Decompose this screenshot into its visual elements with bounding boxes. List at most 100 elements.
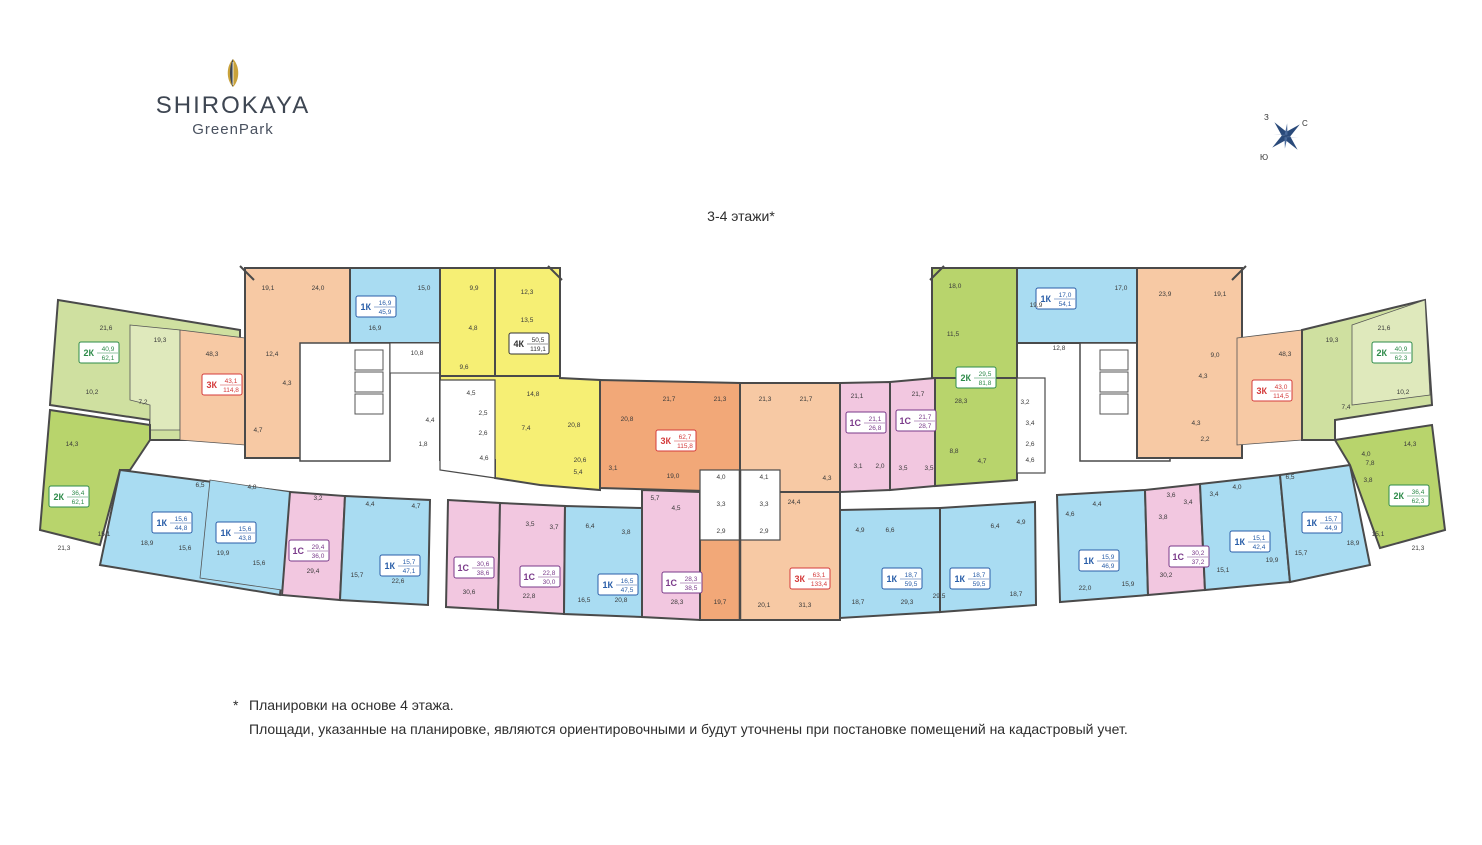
room-area-label: 29,4 — [307, 568, 320, 575]
room-area-label: 2,5 — [478, 410, 487, 417]
room-area-label: 23,9 — [1159, 291, 1172, 298]
room-area-label: 19,1 — [262, 285, 275, 292]
apartment-total-area: 62,3 — [1395, 355, 1408, 362]
apartment-living-area: 36,4 — [1412, 489, 1425, 496]
apartment-living-area: 50,5 — [532, 337, 545, 344]
room-area-label: 3,5 — [898, 465, 907, 472]
room-area-label: 15,1 — [1372, 531, 1385, 538]
room-area-label: 4,4 — [365, 501, 374, 508]
apartment-type: 3К — [1257, 386, 1268, 396]
room-area-label: 4,0 — [716, 474, 725, 481]
room-area-label: 29,3 — [901, 599, 914, 606]
room-area-label: 4,4 — [425, 417, 434, 424]
room-area-label: 15,6 — [253, 560, 266, 567]
apartment-tag-box — [955, 366, 997, 389]
compass-s: Ю — [1260, 153, 1268, 162]
apartment-total-area: 44,9 — [1325, 525, 1338, 532]
apartment-total-area: 47,5 — [621, 587, 634, 594]
apartment-total-area: 45,9 — [379, 309, 392, 316]
room-area-label: 15,9 — [1122, 581, 1135, 588]
apartment-living-area: 29,5 — [979, 371, 992, 378]
apartment-tag-box — [379, 554, 421, 577]
room-area-label: 4,6 — [1065, 511, 1074, 518]
apartment-type: 1К — [1041, 294, 1052, 304]
room-area-label: 6,6 — [885, 527, 894, 534]
room-area-label: 3,8 — [621, 529, 630, 536]
apartment-total-area: 62,1 — [72, 499, 85, 506]
room-area-label: 21,6 — [100, 325, 113, 332]
apartment-tag-box — [519, 565, 561, 588]
room-area-label: 7,4 — [521, 425, 530, 432]
room-area-label: 5,4 — [573, 469, 582, 476]
compass-rose-icon: С З Ю В — [1260, 113, 1308, 164]
apartment-tag-box — [453, 556, 495, 579]
room-area-label: 15,7 — [1295, 550, 1308, 557]
room-area-label: 48,3 — [206, 351, 219, 358]
apartment-total-area: 114,5 — [1273, 393, 1289, 400]
apartment-living-area: 43,0 — [1275, 384, 1288, 391]
apartment-living-area: 17,0 — [1059, 292, 1072, 299]
apartment-total-area: 26,8 — [869, 425, 882, 432]
room-area-label: 30,2 — [1160, 572, 1173, 579]
room-area-label: 2,6 — [1025, 441, 1034, 448]
apartment-tag-box — [508, 332, 550, 355]
room-area-label: 4,7 — [253, 427, 262, 434]
apartment-tag-box — [1035, 287, 1077, 310]
room-area-label: 9,6 — [459, 364, 468, 371]
room-area-label: 28,3 — [671, 599, 684, 606]
apartment-type: 3К — [207, 380, 218, 390]
room-area-label: 1,8 — [418, 441, 427, 448]
room-area-label: 9,9 — [469, 285, 478, 292]
room-area-label: 21,6 — [1378, 325, 1391, 332]
room-area-label: 15,1 — [1217, 567, 1230, 574]
apartment-total-area: 54,1 — [1059, 301, 1072, 308]
room-area-label: 4,0 — [1361, 451, 1370, 458]
room-area-label: 10,2 — [1397, 389, 1410, 396]
apartment-living-area: 16,5 — [621, 578, 634, 585]
apartment-total-area: 119,1 — [530, 346, 546, 353]
room-area-label: 21,3 — [714, 396, 727, 403]
apartment-type: 1С — [457, 563, 469, 573]
apartment-tag-box — [789, 567, 831, 590]
apartment-living-area: 21,7 — [919, 414, 932, 421]
room-area-label: 16,9 — [369, 325, 382, 332]
room-area-label: 19,9 — [1266, 557, 1279, 564]
compass-w: З — [1264, 113, 1269, 122]
apartment-tag-box — [1301, 511, 1343, 534]
room-area-label: 24,0 — [312, 285, 325, 292]
apartment-living-area: 40,9 — [1395, 346, 1408, 353]
room-area-label: 3,2 — [1020, 399, 1029, 406]
room-area-label: 18,7 — [1010, 591, 1023, 598]
room-area-label: 4,6 — [1025, 457, 1034, 464]
room-area-label: 9,0 — [1210, 352, 1219, 359]
plan-structure — [38, 265, 1447, 622]
compass-e: В — [1296, 163, 1301, 164]
room-area-label: 21,7 — [912, 391, 925, 398]
apartment-type: 2К — [54, 492, 65, 502]
apartment-total-area: 62,1 — [102, 355, 115, 362]
room-area-label: 22,0 — [1079, 585, 1092, 592]
apartment-tag-box — [1371, 341, 1413, 364]
room-area-label: 4,5 — [671, 505, 680, 512]
brand-name: SHIROKAYA — [155, 92, 311, 119]
room-area-label: 4,3 — [282, 380, 291, 387]
compass-n: С — [1302, 119, 1308, 128]
room-area-label: 20,6 — [574, 457, 587, 464]
apartment-tag-box — [881, 567, 923, 590]
apartment-tag-box — [661, 571, 703, 594]
apartment-tag-box — [655, 429, 697, 452]
apartment-living-area: 15,9 — [1102, 554, 1115, 561]
room-area-label: 3,3 — [759, 501, 768, 508]
apartment-tag-box — [1078, 549, 1120, 572]
